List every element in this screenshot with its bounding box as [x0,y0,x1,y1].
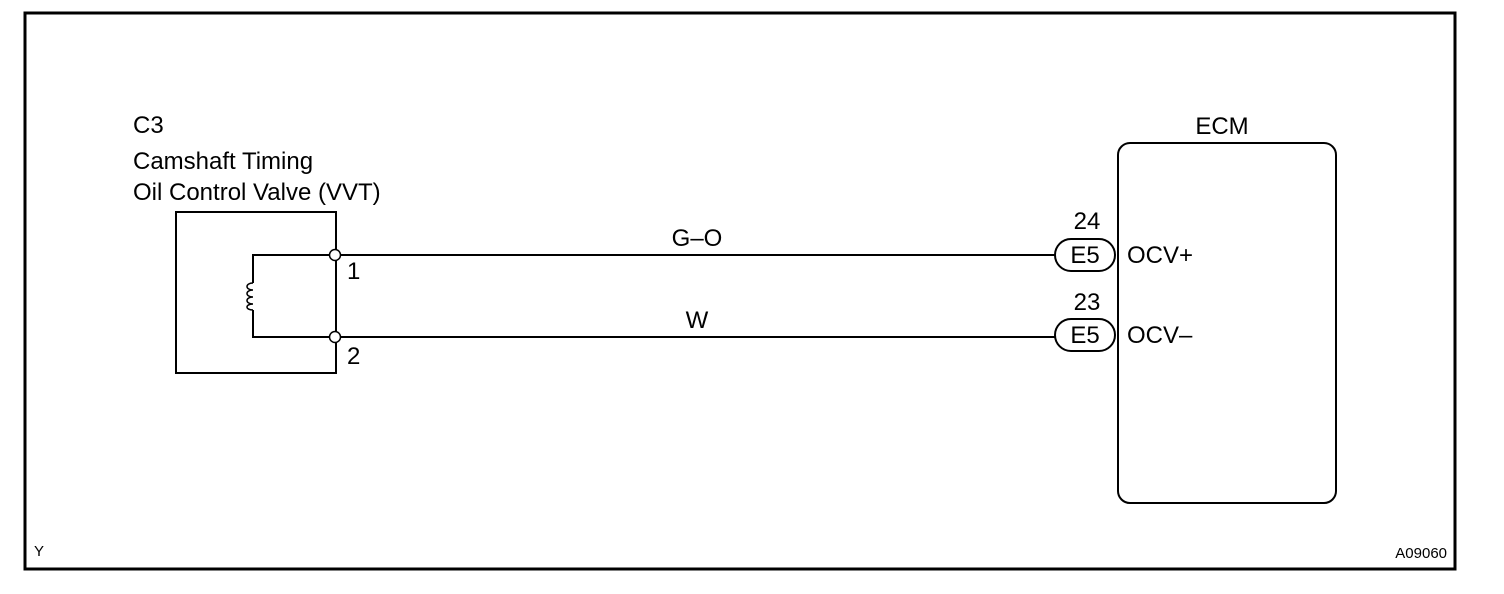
component-name-line2: Oil Control Valve (VVT) [133,179,381,206]
connector-e5-upper-label: E5 [1070,242,1099,269]
pin-1-label: 1 [347,258,360,285]
component-box [175,211,337,374]
solenoid-coil-icon [246,254,335,338]
ecm-title: ECM [1195,113,1248,140]
ecm-signal-ocv-plus: OCV+ [1127,242,1193,269]
ecm-pin-23: 23 [1074,289,1101,316]
connector-e5-lower-label: E5 [1070,322,1099,349]
component-code: C3 [133,112,164,139]
terminal-2-icon [328,330,342,344]
connector-e5-upper [1054,238,1116,272]
wire-color-w: W [686,307,709,334]
pin-2-label: 2 [347,343,360,370]
ecm-pin-24: 24 [1074,208,1101,235]
terminal-1-icon [328,248,342,262]
connector-e5-lower [1054,318,1116,352]
ecm-box [1117,142,1337,504]
wire-color-go: G–O [672,225,723,252]
component-name-line1: Camshaft Timing [133,148,313,175]
corner-label-left: Y [34,543,44,560]
diagram-frame [23,11,1457,571]
figure-id: A09060 [1395,545,1447,562]
ecm-signal-ocv-minus: OCV– [1127,322,1193,349]
